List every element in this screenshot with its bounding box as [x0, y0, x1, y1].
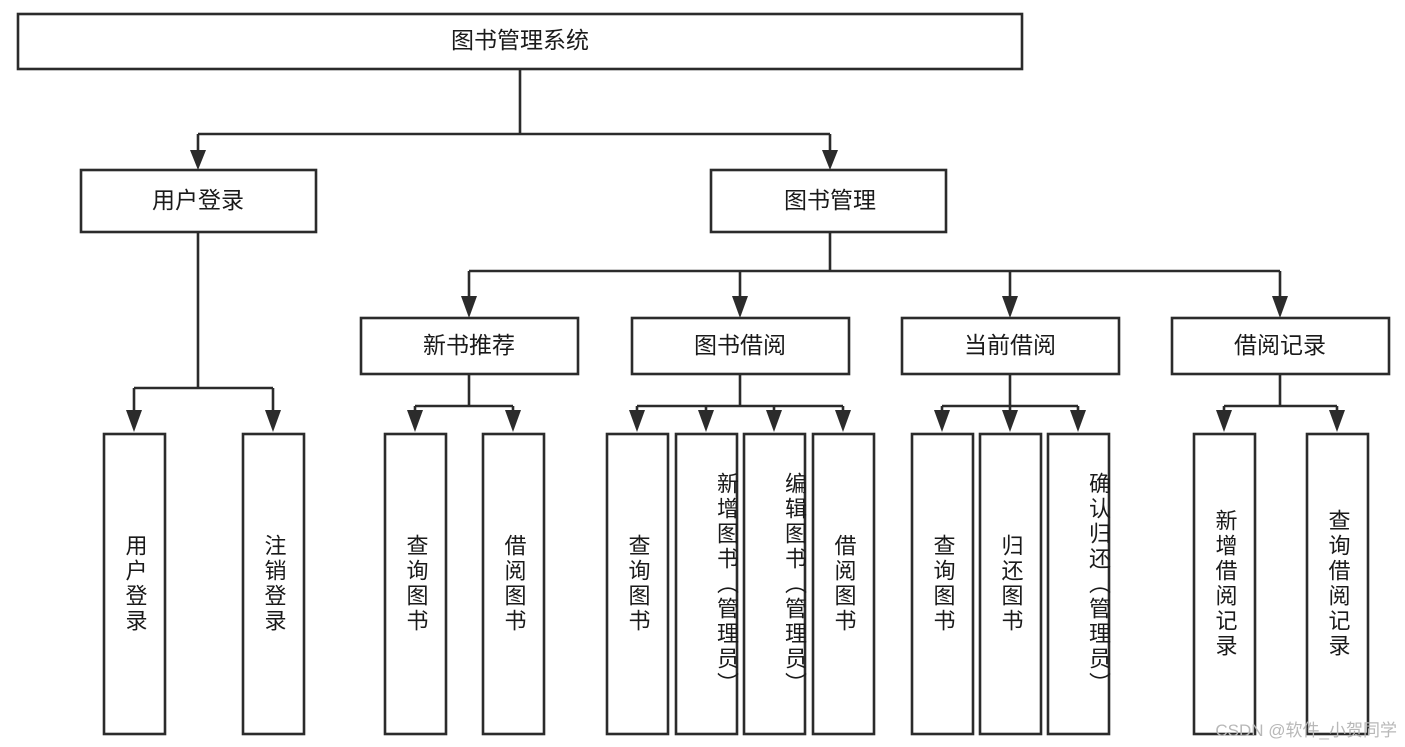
- leaf-box-cb-return-book[interactable]: [978, 432, 1043, 736]
- arrowhead-current-borrow: [1002, 296, 1018, 318]
- node-box-borrow-record[interactable]: [1170, 316, 1391, 376]
- leaf-box-bb-borrow-book[interactable]: [811, 432, 876, 736]
- arrowhead-borrow-record: [1272, 296, 1288, 318]
- leaf-box-cb-confirm-return[interactable]: [1046, 432, 1111, 736]
- label-user-login: 用户登录: [152, 187, 244, 213]
- arrowhead-new-book: [461, 296, 477, 318]
- arrowhead-nb-query-book: [407, 410, 423, 432]
- leaf-box-bb-query-book[interactable]: [605, 432, 670, 736]
- arrowhead-cb-query-book: [934, 410, 950, 432]
- leaf-box-nb-borrow-book[interactable]: [481, 432, 546, 736]
- arrowhead-br-query-record: [1329, 410, 1345, 432]
- node-box-current-borrow[interactable]: [900, 316, 1121, 376]
- label-book-borrow: 图书借阅: [694, 332, 786, 358]
- arrowhead-cb-return-book: [1002, 410, 1018, 432]
- node-box-book-borrow[interactable]: [630, 316, 851, 376]
- node-box-book-management[interactable]: [709, 168, 948, 234]
- watermark-text: CSDN @软件_小贺同学: [1215, 721, 1397, 740]
- arrowhead-nb-borrow-book: [505, 410, 521, 432]
- arrowhead-bb-add-book: [698, 410, 714, 432]
- label-new-book-recommend: 新书推荐: [423, 332, 515, 358]
- leaf-box-br-query-record[interactable]: [1305, 432, 1370, 736]
- leaf-box-nb-query-book[interactable]: [383, 432, 448, 736]
- node-box-new-book-recommend[interactable]: [359, 316, 580, 376]
- label-current-borrow: 当前借阅: [964, 332, 1056, 358]
- arrowhead-book-borrow: [732, 296, 748, 318]
- arrowhead-bb-query-book: [629, 410, 645, 432]
- node-box-group: [16, 12, 1391, 736]
- leaf-box-user-login-login[interactable]: [102, 432, 167, 736]
- connector-group: [126, 69, 1345, 432]
- arrowhead-cb-confirm-return: [1070, 410, 1086, 432]
- node-box-root[interactable]: [16, 12, 1024, 71]
- leaf-box-user-login-logout[interactable]: [241, 432, 306, 736]
- arrowhead-book-mgmt: [822, 150, 838, 170]
- node-label-group: 图书管理系统 用户登录 图书管理 新书推荐 图书借阅 当前借阅 借阅记录: [152, 27, 1326, 358]
- leaf-box-bb-edit-book[interactable]: [742, 432, 807, 736]
- leaf-box-cb-query-book[interactable]: [910, 432, 975, 736]
- label-borrow-record: 借阅记录: [1234, 332, 1326, 358]
- node-box-user-login[interactable]: [79, 168, 318, 234]
- arrowhead-br-add-record: [1216, 410, 1232, 432]
- arrowhead-user-login: [190, 150, 206, 170]
- label-root: 图书管理系统: [451, 27, 589, 53]
- leaf-box-br-add-record[interactable]: [1192, 432, 1257, 736]
- arrowhead-leaf-user-login: [126, 410, 142, 432]
- arrowhead-bb-borrow-book: [835, 410, 851, 432]
- label-book-management: 图书管理: [784, 187, 876, 213]
- arrowhead-leaf-logout: [265, 410, 281, 432]
- arrowhead-bb-edit-book: [766, 410, 782, 432]
- leaf-box-bb-add-book[interactable]: [674, 432, 739, 736]
